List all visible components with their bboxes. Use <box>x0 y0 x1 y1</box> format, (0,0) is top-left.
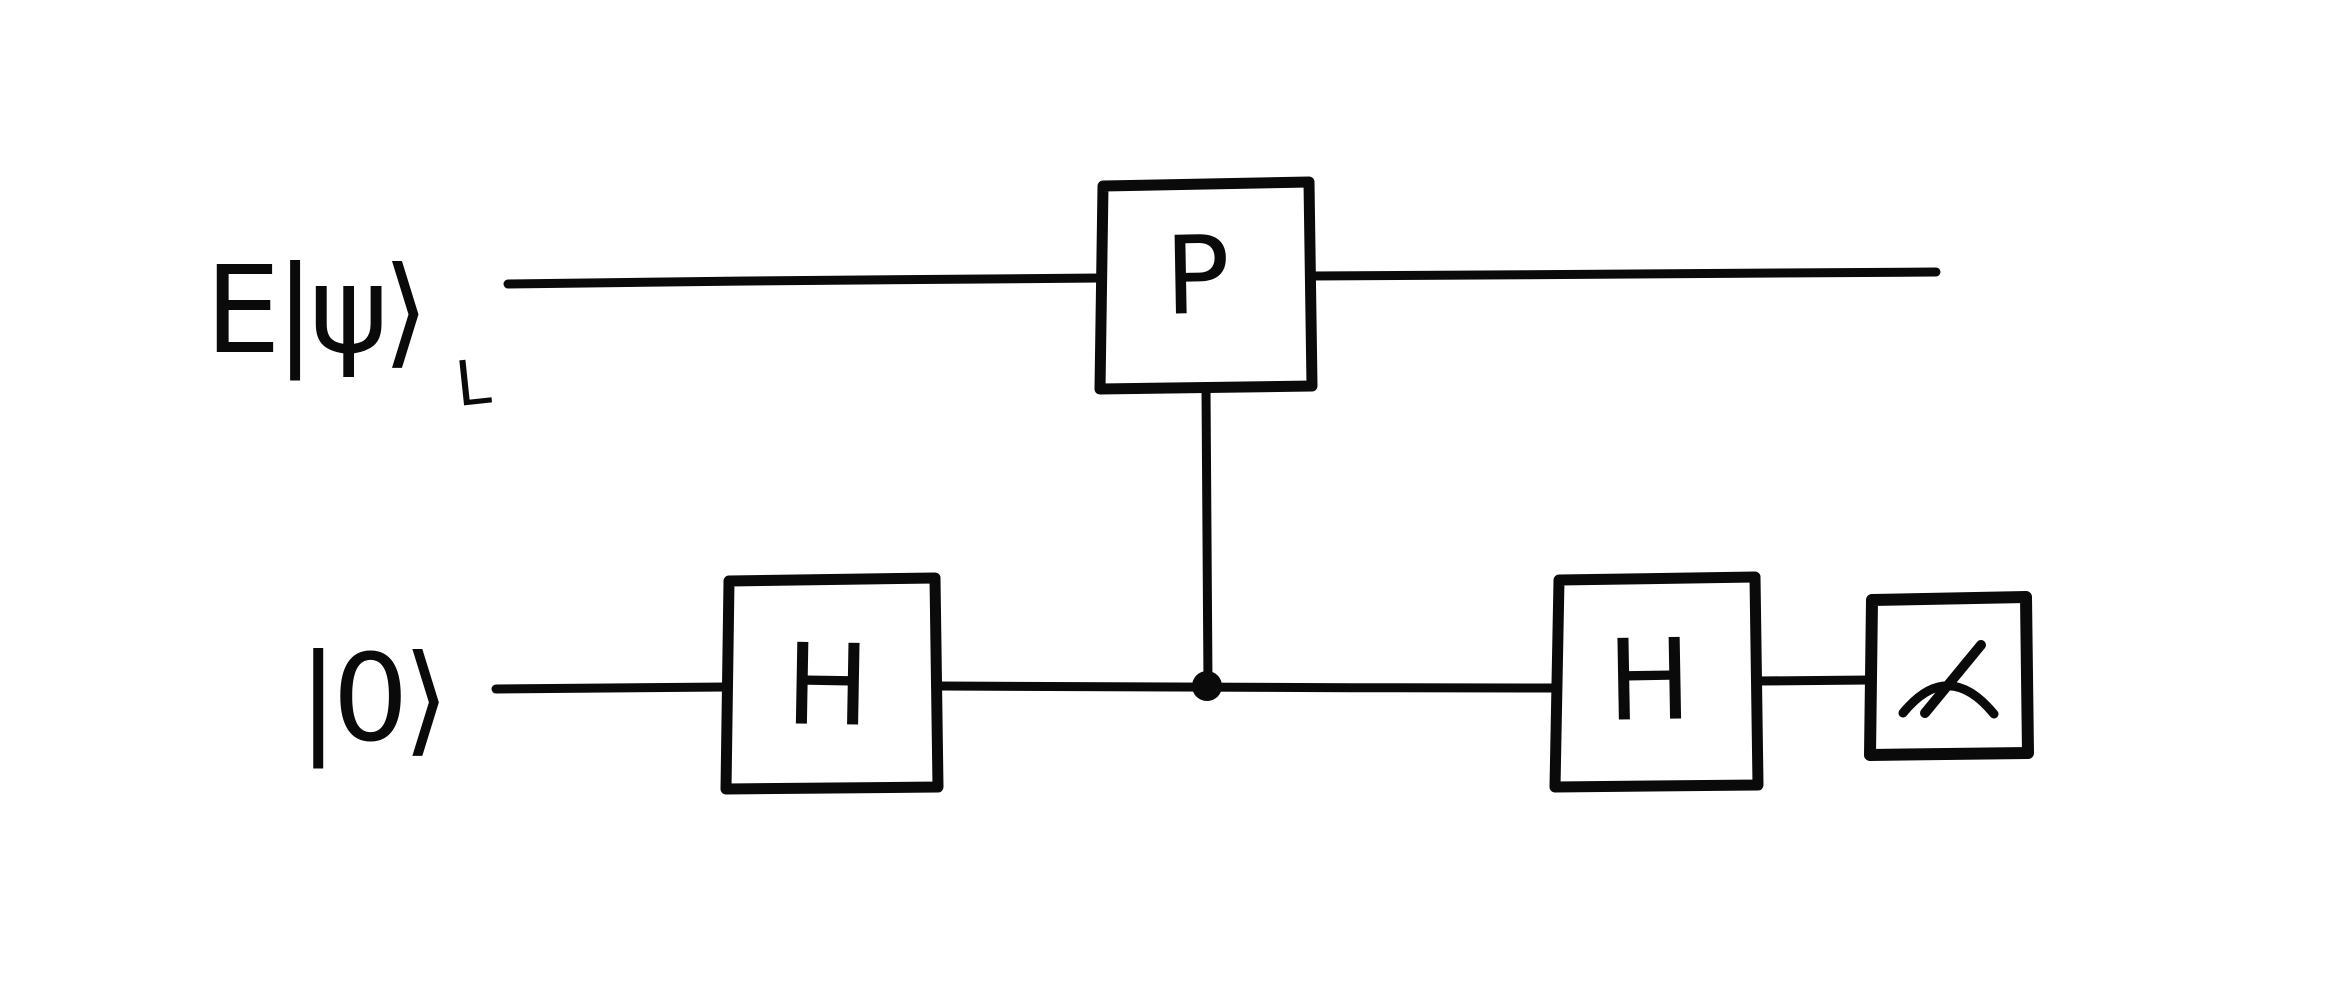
h-gate-2-label: H <box>1606 615 1692 746</box>
control-vertical-line <box>1201 384 1213 690</box>
h-gate-2-box <box>1549 571 1764 793</box>
h-gate-1-label: H <box>784 620 870 751</box>
ancilla-wire-segment-3 <box>1753 675 1875 686</box>
p-gate-label: P <box>1164 213 1231 339</box>
logical-wire-segment-left <box>503 273 1106 289</box>
p-gate-box <box>1094 176 1318 395</box>
measurement-box <box>1864 591 2034 761</box>
h-gate-1-box <box>720 572 944 795</box>
ancilla-wire-segment-2 <box>933 681 1561 693</box>
meter-icon <box>1898 640 1999 719</box>
ancilla-qubit-row: |0⟩ H H <box>298 571 2034 795</box>
control-link <box>1192 384 1222 701</box>
meter-needle <box>1920 640 1986 718</box>
logical-wire-segment-right <box>1307 267 1941 281</box>
logical-qubit-row: E|ψ⟩ L P <box>205 176 1941 421</box>
wire-label-logical-subscript: L <box>452 345 494 421</box>
wire-label-ancilla: |0⟩ <box>298 630 444 769</box>
wire-label-logical: E|ψ⟩ <box>205 242 423 381</box>
ancilla-wire-segment-1 <box>491 682 732 694</box>
